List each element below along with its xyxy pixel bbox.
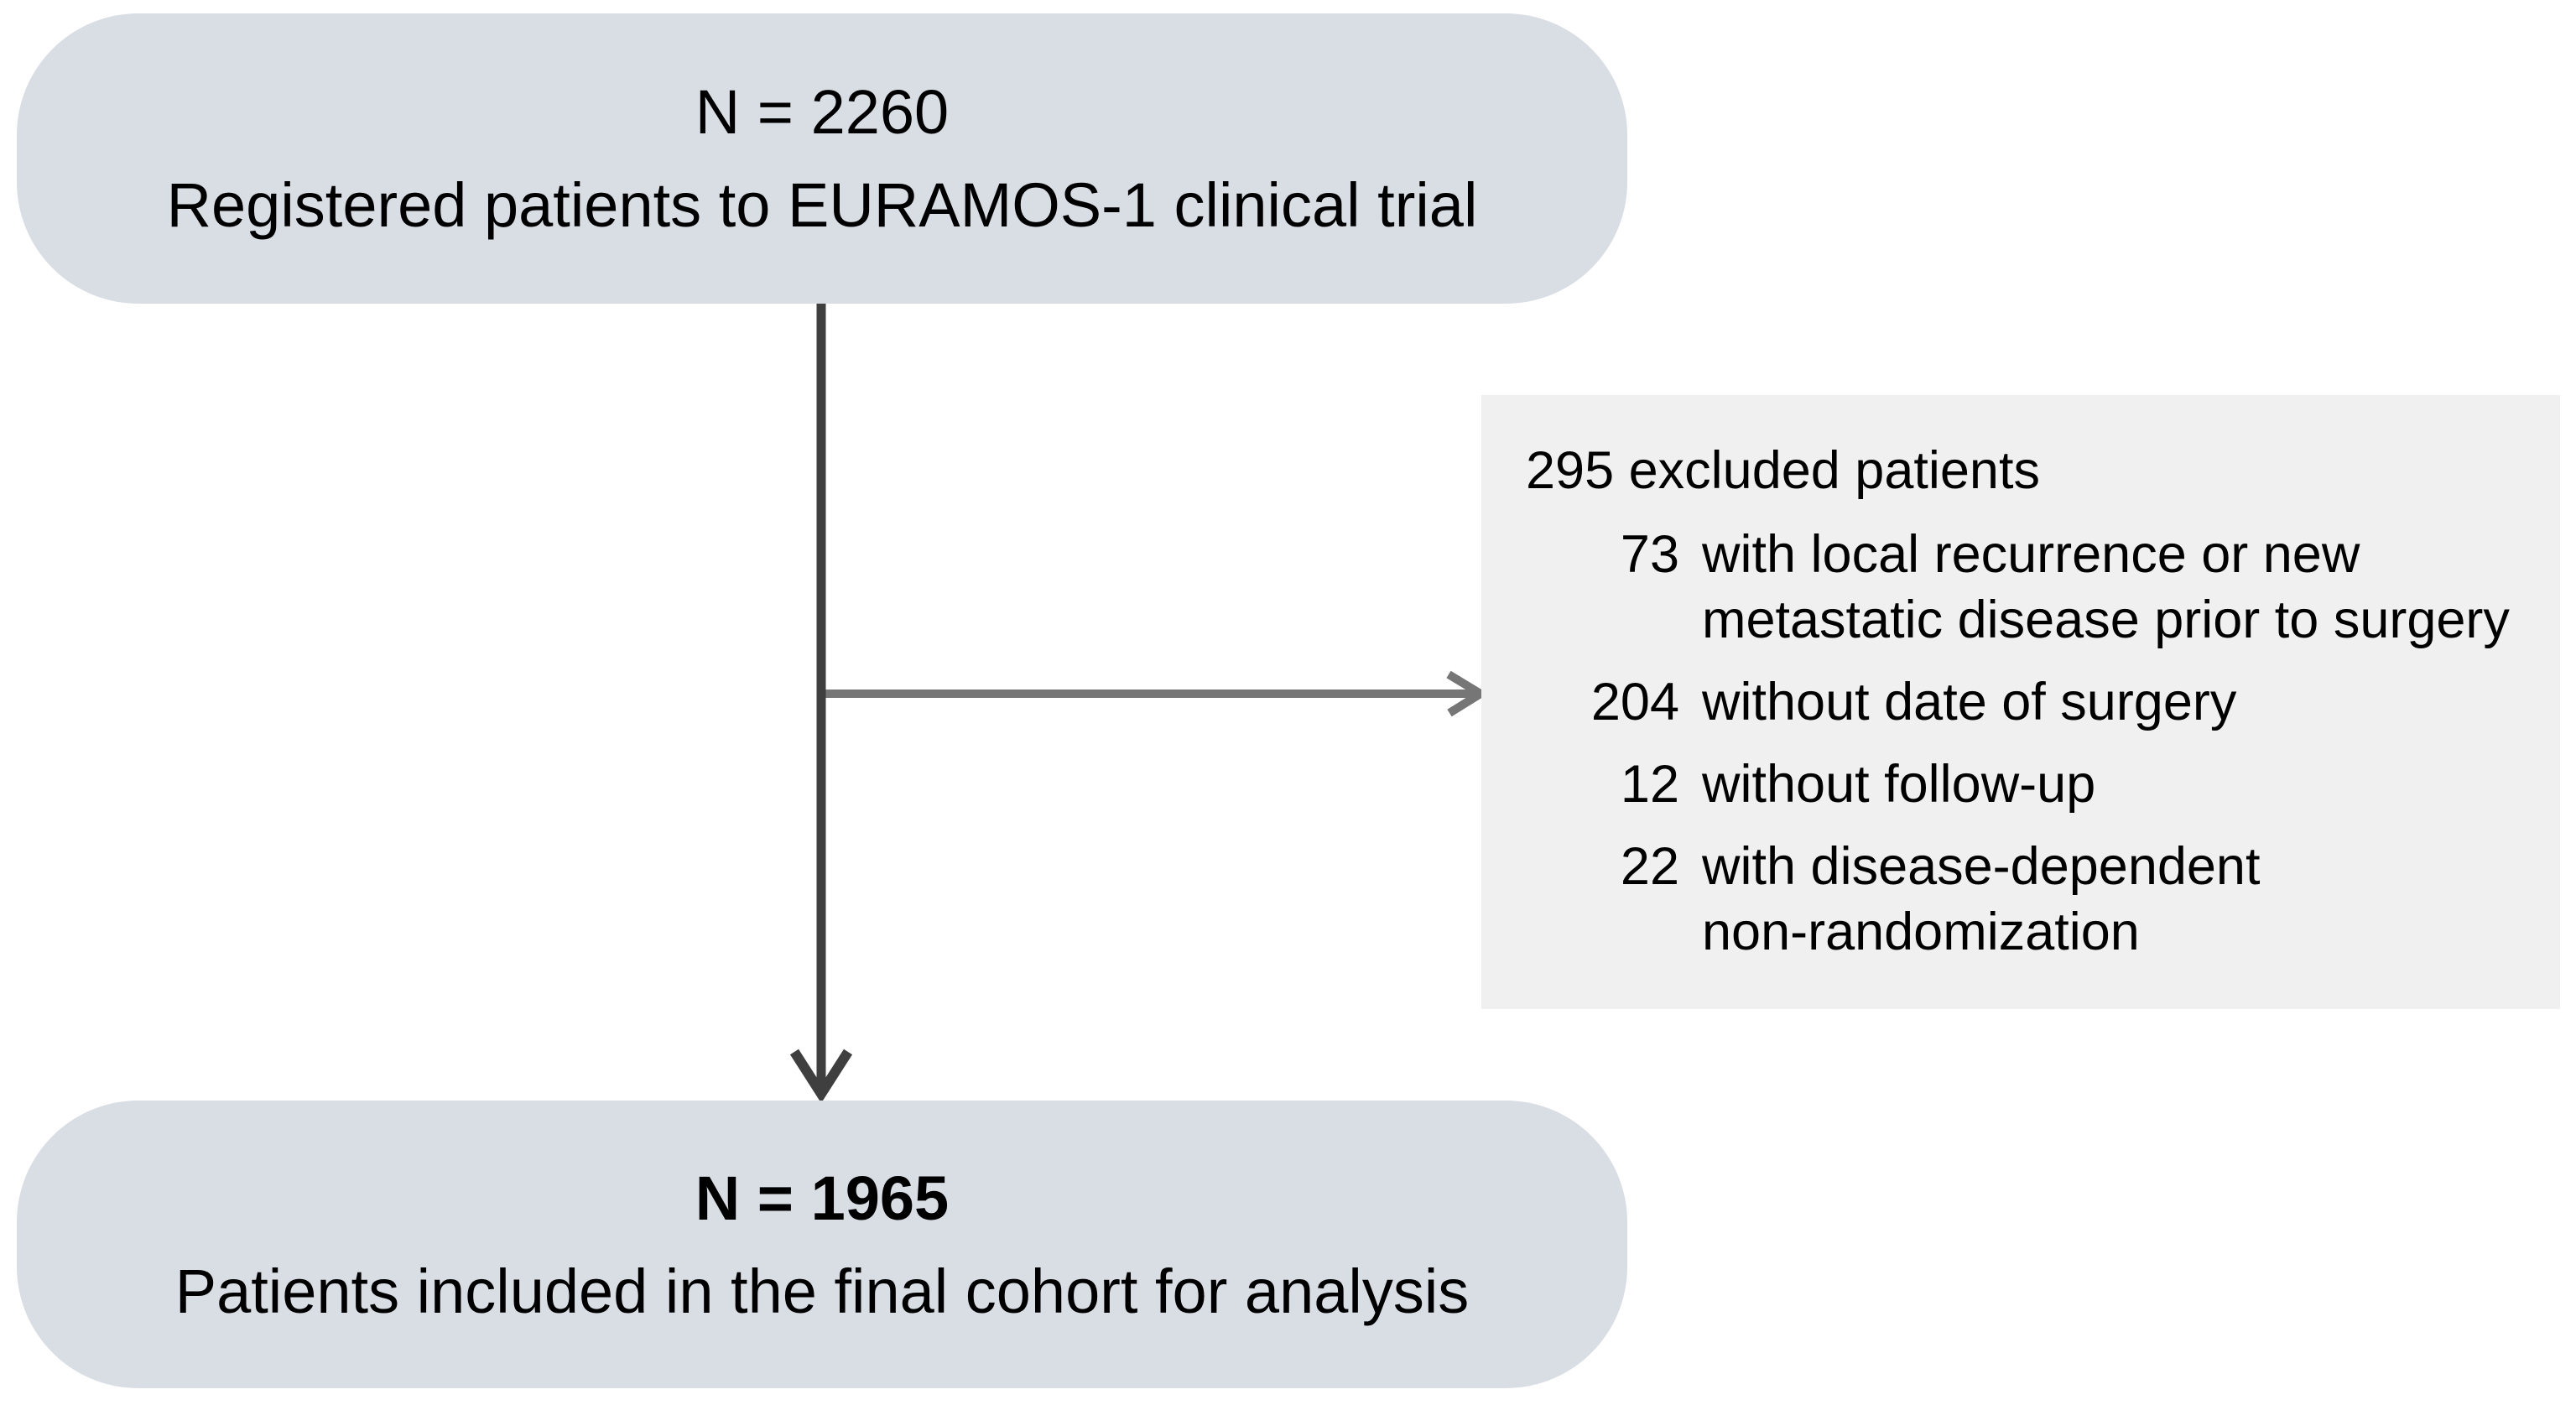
registered-patients-count: N = 2260 xyxy=(695,77,950,147)
exclusion-count: 22 xyxy=(1620,837,1679,896)
main-arrowhead-icon xyxy=(789,1049,853,1104)
final-cohort-count: N = 1965 xyxy=(695,1163,950,1233)
exclusion-reason: without date of surgery xyxy=(1702,673,2237,731)
excluded-patients-box: 295 excluded patients 73 with local recur… xyxy=(1481,395,2560,1009)
final-cohort-box: N = 1965 Patients included in the final … xyxy=(17,1101,1627,1388)
exclusion-arrowhead-icon xyxy=(1446,670,1489,717)
exclusion-reason: without follow-up xyxy=(1702,755,2096,814)
registered-patients-box: N = 2260 Registered patients to EURAMOS-… xyxy=(17,13,1627,304)
final-cohort-label: Patients included in the final cohort fo… xyxy=(174,1256,1470,1326)
exclusion-item: 12 without follow-up xyxy=(1526,752,2537,817)
exclusion-item: 204 without date of surgery xyxy=(1526,669,2537,735)
excluded-patients-header: 295 excluded patients xyxy=(1526,441,2040,500)
exclusion-count: 12 xyxy=(1620,755,1679,814)
exclusion-count: 73 xyxy=(1620,525,1679,584)
registered-patients-label: Registered patients to EURAMOS-1 clinica… xyxy=(166,170,1478,240)
exclusion-count: 204 xyxy=(1590,673,1679,731)
